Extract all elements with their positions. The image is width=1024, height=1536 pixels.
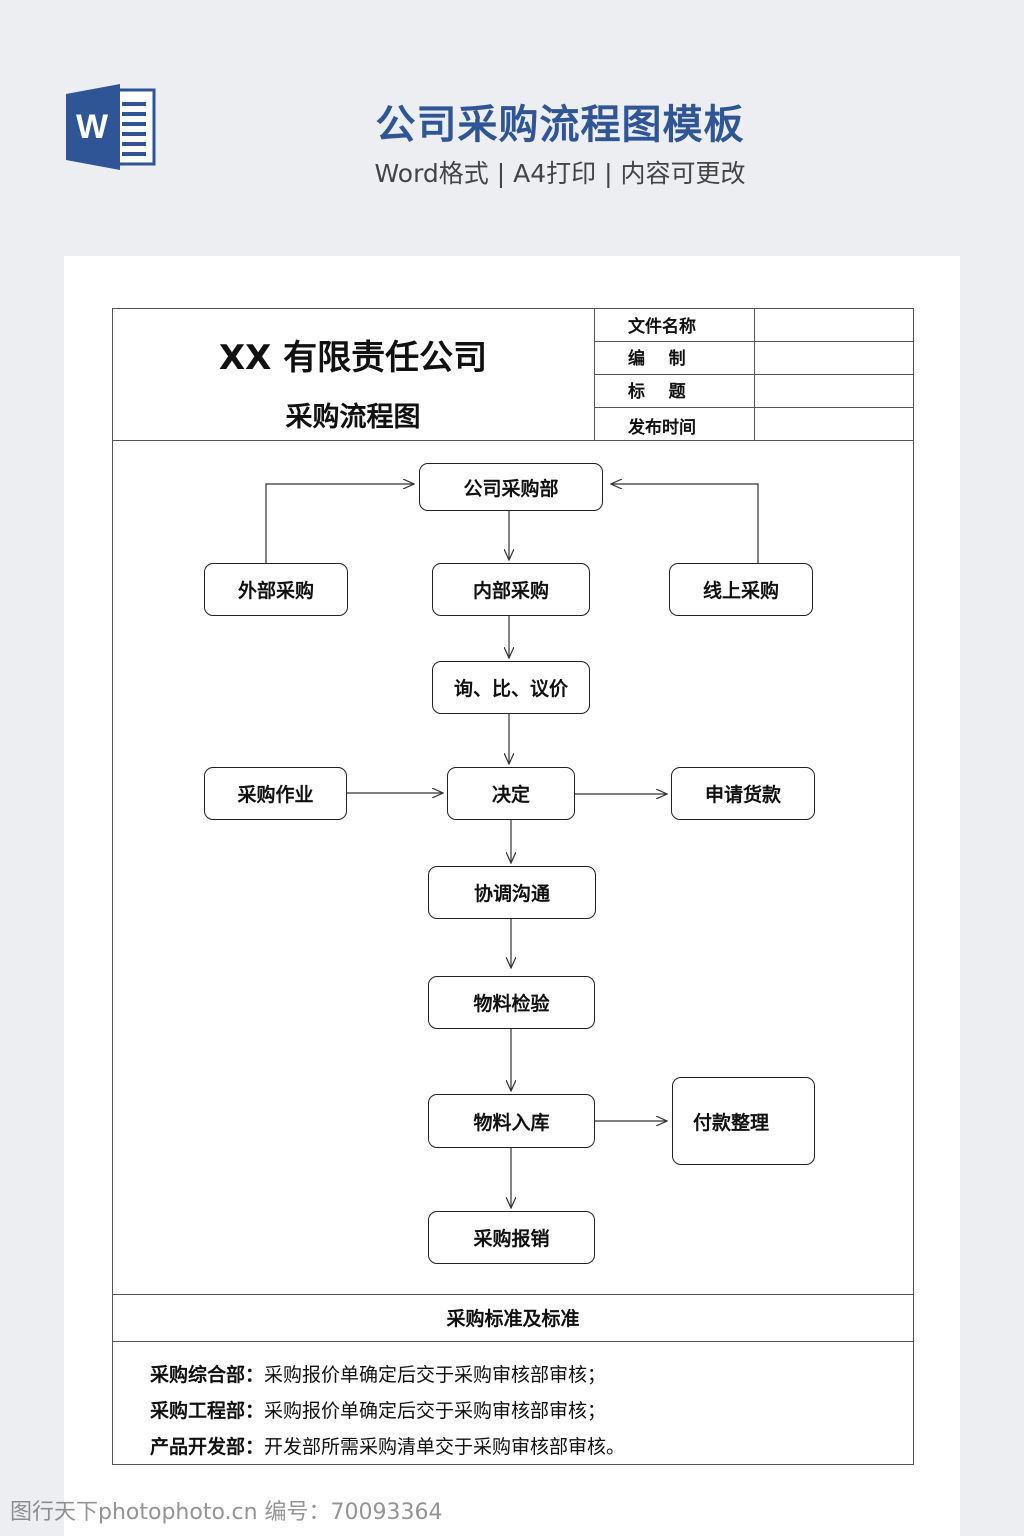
- standard-row: 采购综合部：采购报价单确定后交于采购审核部审核；: [150, 1360, 606, 1387]
- node-decision: 决定: [447, 767, 575, 820]
- meta-row-line: [594, 407, 914, 408]
- node-payment-request: 申请货款: [671, 767, 815, 820]
- standard-row: 产品开发部：开发部所需采购清单交于采购审核部审核。: [150, 1432, 625, 1459]
- meta-row-line: [594, 341, 914, 342]
- node-company-purchasing-dept: 公司采购部: [419, 463, 603, 511]
- meta-value-publish-date[interactable]: [754, 407, 914, 440]
- node-payment-settlement: 付款整理: [672, 1077, 815, 1165]
- banner-subtitle: Word格式 | A4打印 | 内容可更改: [374, 159, 746, 188]
- standard-dept: 产品开发部：: [150, 1436, 265, 1458]
- node-online-purchase: 线上采购: [669, 563, 813, 616]
- standards-top-line: [112, 1294, 914, 1295]
- standard-dept: 采购综合部：: [150, 1364, 265, 1386]
- header-divider: [112, 440, 914, 441]
- meta-label-author: 编 制: [628, 349, 686, 369]
- standard-row: 采购工程部：采购报价单确定后交于采购审核部审核；: [150, 1396, 606, 1423]
- node-purchase-reimbursement: 采购报销: [428, 1211, 595, 1264]
- node-coordinate-communicate: 协调沟通: [428, 866, 596, 919]
- node-material-warehousing: 物料入库: [428, 1094, 595, 1148]
- meta-value-title[interactable]: [754, 374, 914, 407]
- banner-title: 公司采购流程图模板: [375, 102, 745, 148]
- document-type-title: 采购流程图: [285, 402, 421, 433]
- standard-text: 采购报价单确定后交于采购审核部审核；: [264, 1364, 607, 1386]
- node-material-inspection: 物料检验: [428, 976, 595, 1029]
- word-document-icon: W: [64, 82, 158, 172]
- node-inquiry-compare-negotiate: 询、比、议价: [432, 661, 590, 714]
- meta-label-file-name: 文件名称: [628, 317, 696, 337]
- meta-row-line: [594, 374, 914, 375]
- node-internal-purchase: 内部采购: [432, 563, 590, 616]
- standards-title-line: [112, 1341, 914, 1342]
- standard-text: 采购报价单确定后交于采购审核部审核；: [264, 1400, 607, 1422]
- standards-title: 采购标准及标准: [446, 1308, 580, 1330]
- standard-text: 开发部所需采购清单交于采购审核部审核。: [264, 1436, 626, 1458]
- document-frame: [112, 308, 914, 1465]
- standard-dept: 采购工程部：: [150, 1400, 265, 1422]
- meta-value-file-name[interactable]: [754, 308, 914, 341]
- node-purchase-operation: 采购作业: [204, 767, 347, 820]
- company-name: XX 有限责任公司: [218, 338, 488, 378]
- meta-label-publish-date: 发布时间: [628, 418, 696, 438]
- word-icon-letter: W: [76, 108, 109, 146]
- meta-value-author[interactable]: [754, 341, 914, 374]
- node-external-purchase: 外部采购: [204, 563, 348, 616]
- meta-label-title: 标 题: [628, 382, 686, 402]
- watermark: 图行天下photophoto.cn 编号：70093364: [10, 1500, 443, 1525]
